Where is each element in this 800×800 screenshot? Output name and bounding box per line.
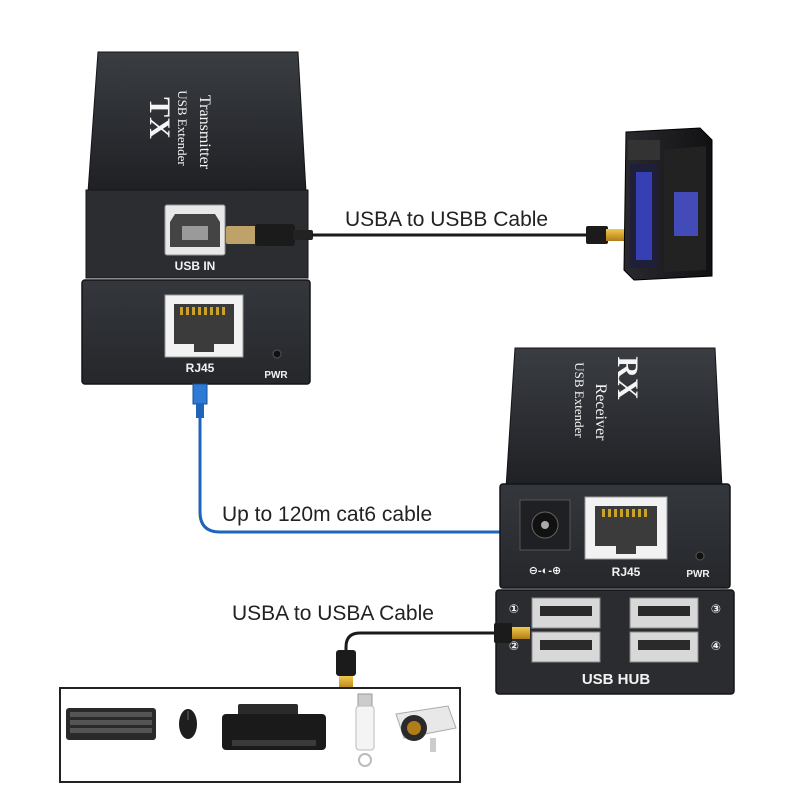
rx-rj45-label: RJ45 (612, 565, 641, 579)
receiver-device: RX USB Extender Receiver ⊖-◐-⊕ (495, 347, 735, 695)
dc-polarity-symbol: ⊖-◐-⊕ (529, 565, 561, 577)
usb-b-port (164, 204, 226, 256)
tx-line2: Transmitter (196, 95, 213, 170)
usb-aa-cable (336, 623, 530, 690)
keyboard-icon (66, 708, 156, 740)
usb-ab-cable (226, 224, 626, 246)
port-number-2: ② (509, 639, 519, 653)
camera-icon (395, 705, 457, 752)
tx-rj45-label: RJ45 (186, 361, 215, 375)
transmitter-device: TX USB Extender Transmitter USB IN (81, 51, 311, 385)
rx-badge: RX (611, 356, 644, 400)
port-number-3: ③ (711, 602, 721, 616)
usb-aa-cable-label: USBA to USBA Cable (232, 602, 434, 625)
usb-a-port (531, 631, 601, 663)
mouse-icon (179, 709, 197, 739)
usb-a-port (531, 597, 601, 629)
tx-badge: TX (143, 97, 176, 139)
port-number-1: ① (509, 602, 519, 616)
rx-pwr-led (695, 551, 705, 561)
peripherals-panel (59, 687, 461, 783)
usb-a-port (629, 597, 699, 629)
rx-line2: Receiver (592, 384, 609, 442)
rx-pwr-label: PWR (686, 569, 710, 580)
usb-hub-label: USB HUB (582, 671, 651, 688)
rx-rj45-port (584, 496, 668, 560)
usb-ab-cable-label: USBA to USBB Cable (345, 208, 548, 231)
cat6-cable-label: Up to 120m cat6 cable (222, 503, 432, 526)
tx-line1: USB Extender (175, 90, 190, 166)
dc-power-jack (519, 499, 571, 551)
port-number-4: ④ (711, 639, 721, 653)
usb-drive-icon (355, 693, 375, 767)
rx-line1: USB Extender (572, 362, 587, 438)
printer-icon (222, 704, 326, 750)
tx-pwr-label: PWR (264, 370, 288, 381)
pc-tower-icon (623, 127, 713, 281)
tx-rj45-port (164, 294, 244, 358)
usb-a-port (629, 631, 699, 663)
tx-usb-in-label: USB IN (175, 259, 216, 273)
tx-pwr-led (272, 349, 282, 359)
